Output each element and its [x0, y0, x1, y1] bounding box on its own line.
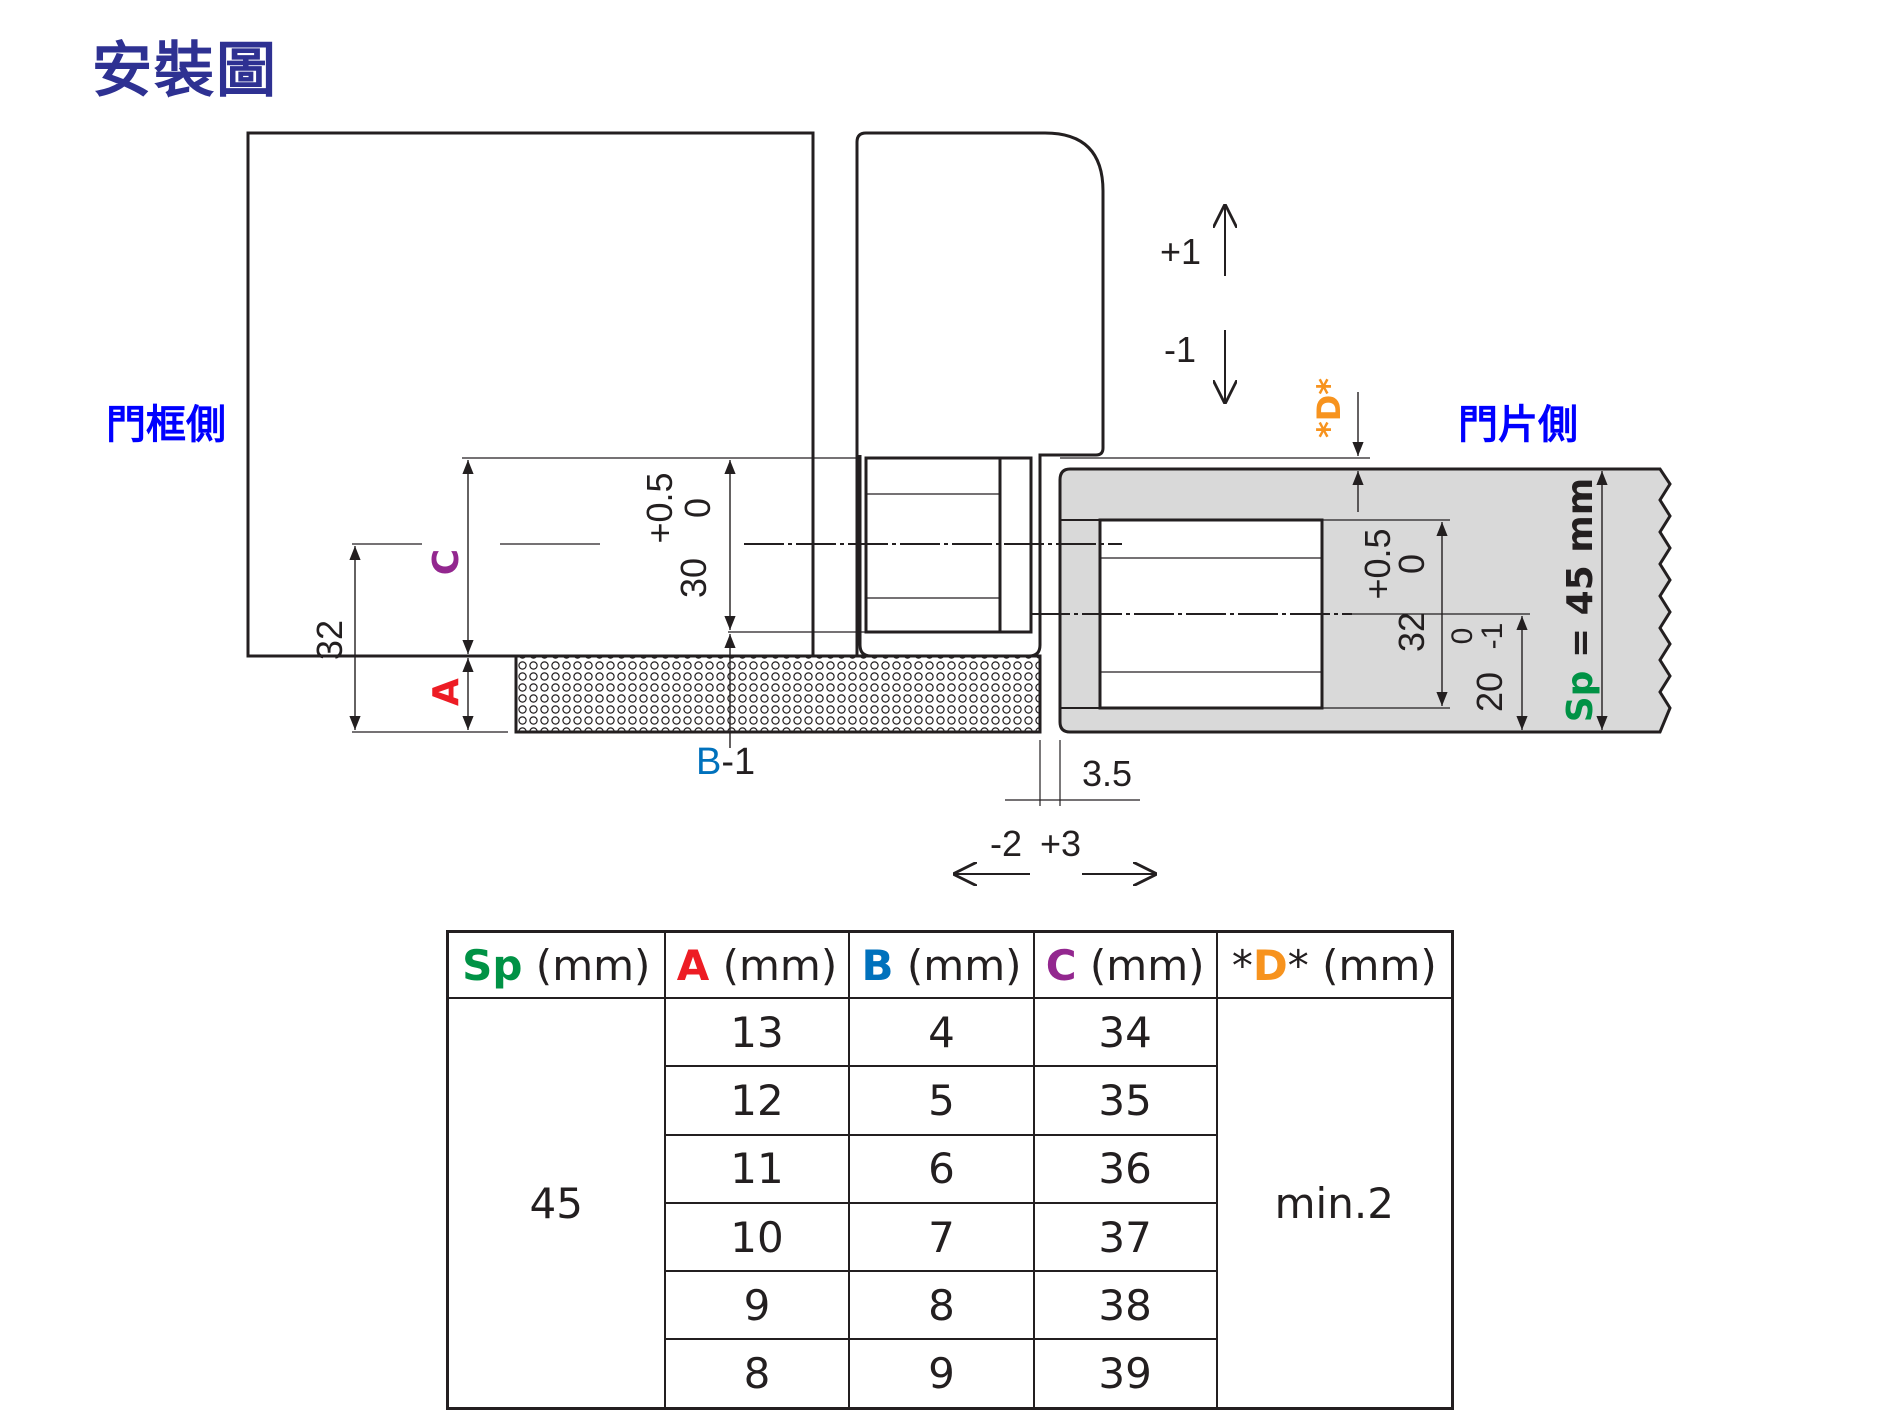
- header-b: B (mm): [848, 930, 1035, 999]
- sp-label: Sp = 45 mm: [1560, 478, 1601, 723]
- header-a: A (mm): [663, 930, 851, 999]
- a-label: A: [426, 678, 467, 706]
- c-cell: 38: [1032, 1270, 1218, 1341]
- table-row: 45 13 4 34 min.2: [446, 996, 1454, 1410]
- spec-table: Sp (mm) A (mm) B (mm) C (mm) *D* (mm) 45…: [446, 930, 1454, 1410]
- tol3-minus-label: -1: [1476, 623, 1509, 650]
- dim-30-label: 30: [673, 558, 714, 598]
- b-cell: 4: [848, 996, 1035, 1068]
- c-cell: 39: [1032, 1338, 1218, 1410]
- b-label: B-1: [696, 741, 755, 783]
- dim-20-label: 20: [1469, 672, 1510, 712]
- minus1-label: -1: [1164, 329, 1196, 370]
- table-header-row: Sp (mm) A (mm) B (mm) C (mm) *D* (mm): [446, 930, 1454, 999]
- plus3-label: +3: [1040, 823, 1081, 864]
- table-row: 10 7 37: [448, 1201, 1453, 1273]
- seal-strip: [514, 654, 1042, 734]
- b-cell: 7: [848, 1201, 1035, 1273]
- a-cell: 8: [663, 1338, 851, 1410]
- a-cell: 10: [663, 1201, 851, 1273]
- dim-32-right-label: 32: [1391, 612, 1432, 652]
- frame-side-label: 門框側: [106, 402, 226, 448]
- b-cell: 9: [848, 1338, 1035, 1410]
- sp-cell: 45: [446, 997, 666, 1410]
- a-cell: 12: [663, 1065, 851, 1136]
- table-row: 11 6 36: [448, 1133, 1453, 1204]
- c-cell: 37: [1032, 1201, 1218, 1273]
- table-row: 9 8 38: [448, 1270, 1453, 1341]
- c-cell: 36: [1032, 1133, 1218, 1204]
- d-star-label: *D*: [1310, 378, 1348, 438]
- c-label: C: [426, 549, 467, 575]
- page-title: 安裝圖: [92, 36, 278, 106]
- header-d: *D* (mm): [1215, 930, 1454, 999]
- c-cell: 35: [1032, 1065, 1218, 1136]
- tol3-zero-label: 0: [1446, 628, 1479, 645]
- b-cell: 5: [848, 1065, 1035, 1136]
- a-cell: 13: [663, 996, 851, 1068]
- header-c: C (mm): [1032, 930, 1218, 999]
- frame-block: [246, 131, 815, 658]
- tol2-top-label: +0.5: [1357, 528, 1398, 599]
- table-row: 8 9 39: [448, 1338, 1453, 1410]
- door-side-label: 門片側: [1458, 402, 1578, 448]
- b-cell: 6: [848, 1133, 1035, 1204]
- tol2-zero-label: 0: [1391, 554, 1432, 574]
- c-cell: 34: [1032, 996, 1218, 1068]
- d-cell: min.2: [1215, 997, 1454, 1410]
- minus2-label: -2: [990, 823, 1022, 864]
- gap-3-5-label: 3.5: [1082, 753, 1132, 794]
- table-row: 12 5 35: [448, 1065, 1453, 1136]
- installation-diagram: 門框側 門片側 +1 -1 -2 +3 3.5 B-1 32 C A +0.5 …: [106, 131, 1672, 930]
- tol-zero-label: 0: [677, 498, 718, 518]
- dim-32-left-label: 32: [309, 620, 350, 660]
- a-cell: 11: [663, 1133, 851, 1204]
- plus1-label: +1: [1160, 231, 1201, 272]
- tol-top-label: +0.5: [639, 472, 680, 543]
- header-sp: Sp (mm): [446, 930, 666, 999]
- b-cell: 8: [848, 1270, 1035, 1341]
- a-cell: 9: [663, 1270, 851, 1341]
